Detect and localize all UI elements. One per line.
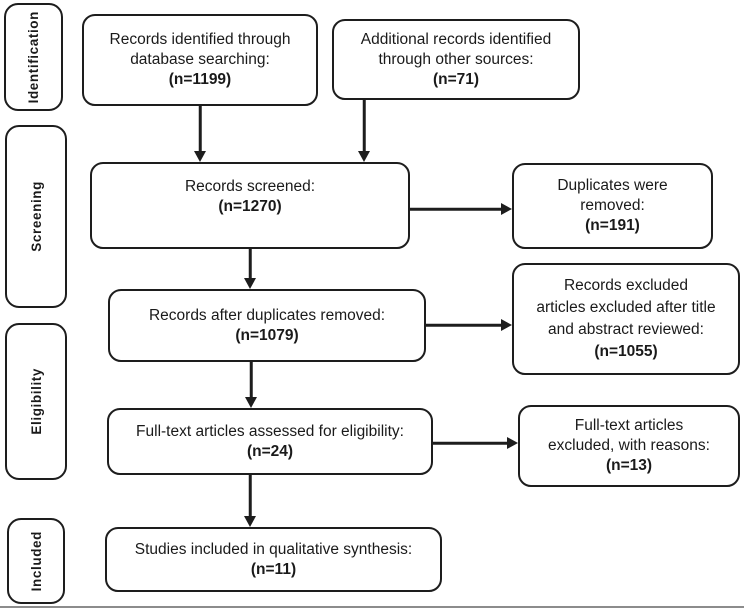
box-text-line: removed: <box>580 197 645 214</box>
arrow-fulltext-to-excluded-icon <box>433 436 518 450</box>
figure-bottom-rule <box>0 606 744 608</box>
box-text-line: excluded, with reasons: <box>548 437 710 454</box>
arrow-head-right-icon <box>507 437 518 449</box>
stage-label-eligibility: Eligibility <box>28 368 44 435</box>
arrow-shaft <box>248 249 252 280</box>
stage-label-included: Included <box>28 530 44 592</box>
box-text-line: Records after duplicates removed: <box>148 306 386 324</box>
stage-box-eligibility: Eligibility <box>5 323 67 480</box>
arrow-shaft <box>426 323 503 327</box>
box-records-screened: Records screened: (n=1270) <box>90 162 410 249</box>
arrow-head-down-icon <box>245 397 257 408</box>
arrow-head-down-icon <box>194 151 206 162</box>
stage-box-included: Included <box>7 518 65 604</box>
arrow-additional-to-screened-icon <box>357 100 371 162</box>
box-count: (n=24) <box>246 442 294 460</box>
box-text-line: Records screened: <box>184 178 316 195</box>
box-text-line: Full-text articles <box>574 417 684 434</box>
arrow-shaft <box>248 475 252 518</box>
box-studies-included: Studies included in qualitative synthesi… <box>105 527 442 592</box>
box-count: (n=1079) <box>235 326 299 344</box>
arrow-head-right-icon <box>501 319 512 331</box>
box-count: (n=13) <box>605 457 653 474</box>
stage-box-identification: Identification <box>4 3 63 111</box>
arrow-after-duplicates-to-fulltext-icon <box>244 362 258 408</box>
arrow-after-duplicates-to-excluded-icon <box>426 318 512 332</box>
box-records-excluded: Records excluded articles excluded after… <box>512 263 740 375</box>
stage-label-identification: Identification <box>26 10 41 104</box>
box-text-line: Additional records identified <box>360 30 552 48</box>
arrow-shaft <box>249 362 253 399</box>
arrow-head-down-icon <box>358 151 370 162</box>
box-text-line: and abstract reviewed: <box>548 321 704 338</box>
arrow-shaft <box>198 106 202 153</box>
box-text-line: Records identified through <box>109 31 291 48</box>
box-count: (n=1199) <box>168 71 232 88</box>
box-count: (n=11) <box>250 560 297 578</box>
box-text-line: through other sources: <box>378 50 534 68</box>
box-records-identified: Records identified through database sear… <box>82 14 318 106</box>
stage-box-screening: Screening <box>5 125 67 308</box>
box-duplicates-removed: Duplicates were removed: (n=191) <box>512 163 713 249</box>
box-text-line: Full-text articles assessed for eligibil… <box>136 422 404 440</box>
arrow-screened-to-duplicates-icon <box>410 202 512 216</box>
arrow-screened-to-after-duplicates-icon <box>243 249 257 289</box>
box-fulltext-excluded: Full-text articles excluded, with reason… <box>518 405 740 487</box>
box-records-after-duplicates: Records after duplicates removed: (n=107… <box>108 289 426 362</box>
arrow-shaft <box>362 100 366 153</box>
arrow-shaft <box>433 441 509 445</box>
box-text-line: Records excluded <box>563 277 689 294</box>
box-text-line: Duplicates were <box>557 177 668 194</box>
box-text-line: articles excluded after title <box>536 299 716 316</box>
arrow-shaft <box>410 207 503 211</box>
box-count: (n=1055) <box>594 343 658 360</box>
box-count: (n=191) <box>585 217 640 234</box>
box-text-line: Studies included in qualitative synthesi… <box>134 540 413 558</box>
arrow-head-right-icon <box>501 203 512 215</box>
arrow-identified-to-screened-icon <box>193 106 207 162</box>
box-additional-records: Additional records identified through ot… <box>332 19 580 100</box>
stage-label-screening: Screening <box>28 181 44 252</box>
arrow-fulltext-to-studies-icon <box>243 475 257 527</box>
box-count: (n=71) <box>432 70 480 88</box>
arrow-head-down-icon <box>244 516 256 527</box>
box-count: (n=1270) <box>218 198 282 215</box>
box-fulltext-assessed: Full-text articles assessed for eligibil… <box>107 408 433 475</box>
box-text-line: database searching: <box>130 51 270 68</box>
arrow-head-down-icon <box>244 278 256 289</box>
